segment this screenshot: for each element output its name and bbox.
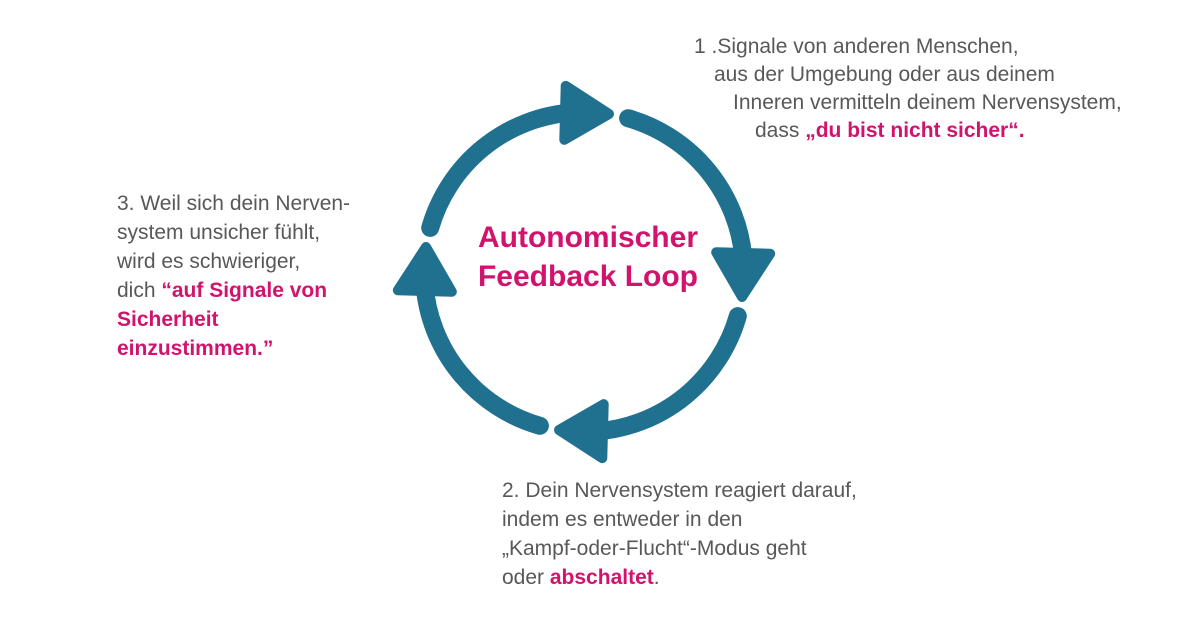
note-line: oder abschaltet. — [502, 563, 857, 592]
note-line: dass „du bist nicht sicher“. — [694, 117, 1122, 145]
arrowhead-icon — [392, 242, 457, 297]
diagram-title: Autonomischer Feedback Loop — [478, 218, 698, 296]
note-text: oder — [502, 566, 550, 589]
note-text: . — [653, 566, 660, 589]
note-text: dass — [755, 119, 806, 142]
arrowhead-icon — [559, 80, 614, 145]
arrowhead-icon — [554, 399, 609, 464]
note-line: dich “auf Signale von — [117, 276, 350, 305]
note-line: 1 .Signale von anderen Menschen, — [694, 35, 1019, 58]
note-text: dich — [117, 279, 162, 302]
note-line: Inneren vermitteln deinem Nervensystem, — [733, 91, 1122, 114]
cycle-arc-segment — [415, 274, 549, 435]
diagram-title-line: Feedback Loop — [477, 260, 699, 293]
note-line: 2. Dein Nervensystem reagiert darauf, — [502, 479, 857, 502]
cycle-arc-segment — [421, 103, 582, 237]
highlight-text: Sicherheit — [117, 308, 219, 331]
note-line: system unsicher fühlt, — [117, 221, 321, 244]
arrowhead-icon — [711, 247, 776, 302]
highlight-text: abschaltet — [549, 566, 654, 589]
diagram-title-line: Autonomischer — [477, 221, 699, 254]
cycle-arc-segment — [619, 109, 753, 270]
note-3: 3. Weil sich dein Nerven- system unsiche… — [117, 189, 350, 363]
note-2: 2. Dein Nervensystem reagiert darauf, in… — [502, 476, 857, 592]
note-line: „Kampf-oder-Flucht“-Modus geht — [502, 537, 807, 560]
highlight-text: „du bist nicht sicher“. — [805, 119, 1025, 142]
note-1: 1 .Signale von anderen Menschen, aus der… — [694, 33, 1122, 145]
note-line: 3. Weil sich dein Nerven- — [117, 192, 351, 215]
cycle-arc-segment — [586, 307, 747, 441]
highlight-text: einzustimmen.” — [117, 337, 274, 360]
note-line: wird es schwieriger, — [117, 250, 301, 273]
note-line: aus der Umgebung oder aus deinem — [714, 63, 1055, 86]
highlight-text: “auf Signale von — [161, 279, 328, 302]
note-line: indem es entweder in den — [502, 508, 743, 531]
